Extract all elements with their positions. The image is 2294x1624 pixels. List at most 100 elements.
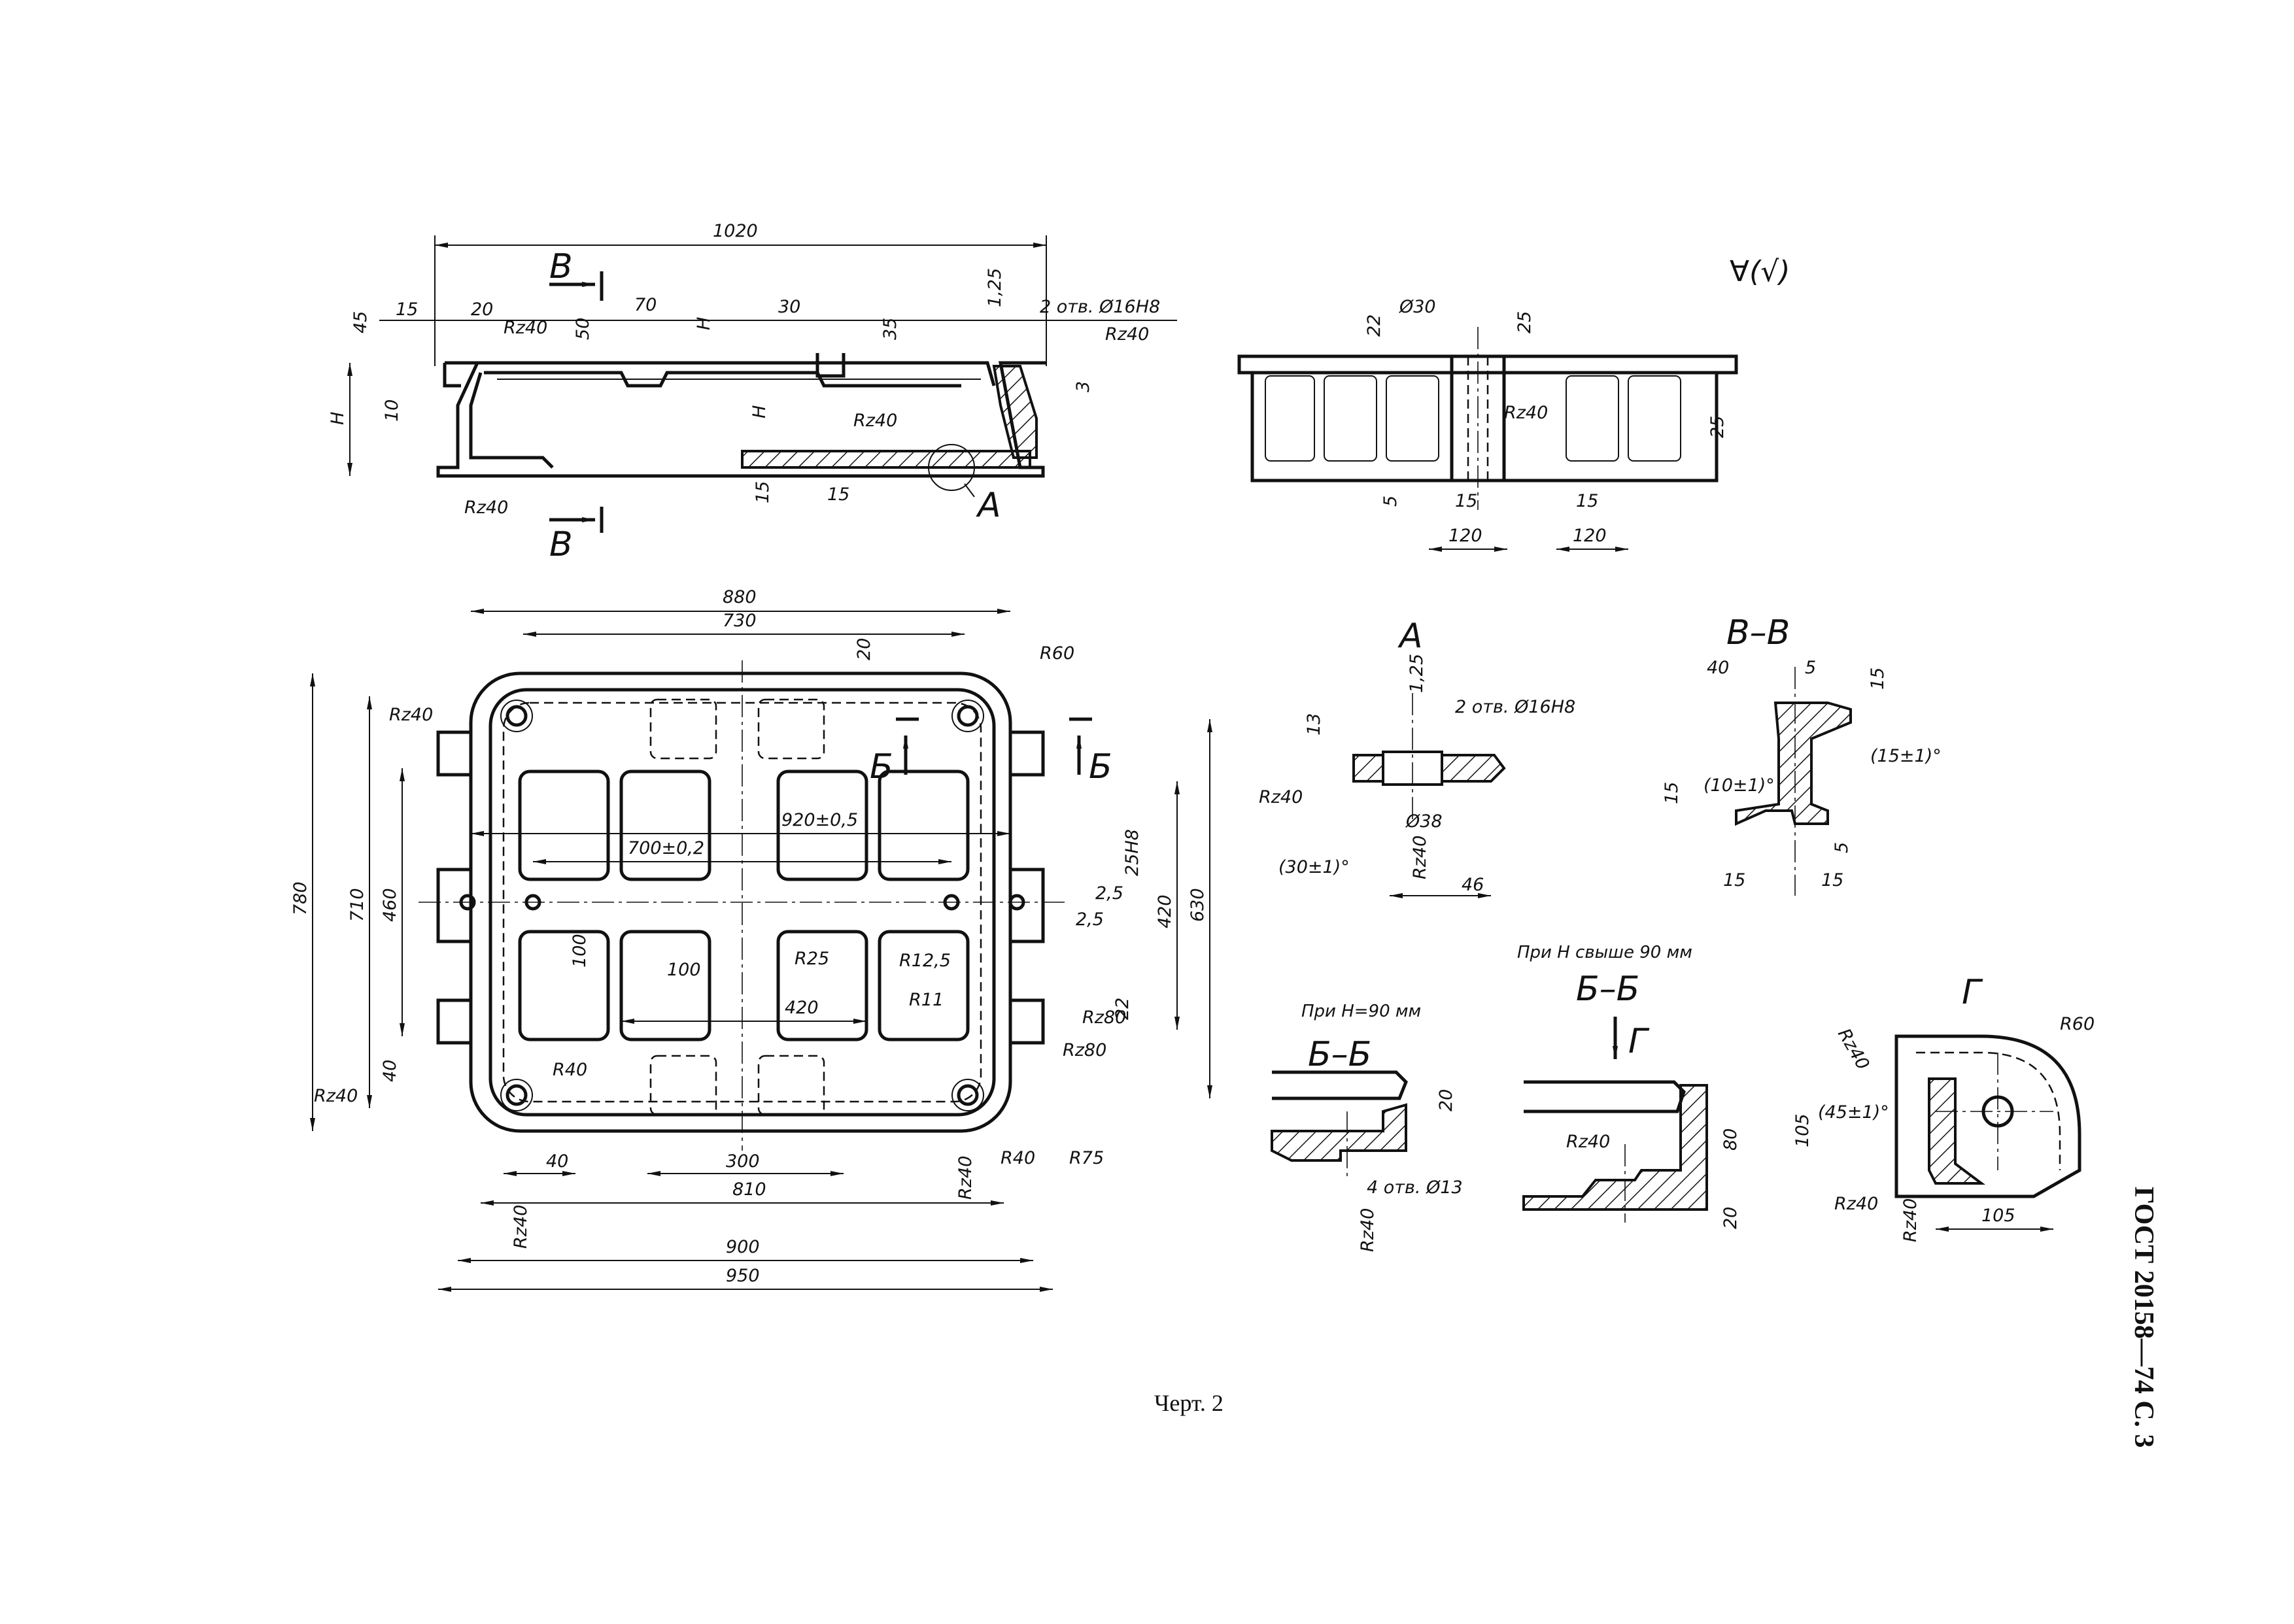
holes-16h8: 2 отв. Ø16H8 bbox=[1040, 297, 1160, 317]
surface-symbol: ∀(√) bbox=[1730, 255, 1790, 288]
plan-r40b: R40 bbox=[1001, 1148, 1035, 1168]
g-rz3: Rz40 bbox=[1900, 1198, 1921, 1242]
vv-angle15: (15±1)° bbox=[1870, 746, 1942, 766]
vv-dim-5b: 5 bbox=[1832, 842, 1852, 853]
plan-2-5a: 2,5 bbox=[1095, 883, 1123, 904]
bb1-rz: Rz40 bbox=[1358, 1208, 1378, 1252]
side-dim-5: 5 bbox=[1380, 496, 1401, 507]
section-v-bottom: В bbox=[549, 525, 573, 564]
plan-100v: 100 bbox=[570, 934, 590, 968]
view-vv: В–В 40 5 15 (15±1)° (10±1)° 15 5 15 15 bbox=[1662, 613, 1942, 896]
section-bb-over90: При H свыше 90 мм Б–Б Г Rz40 80 20 bbox=[1517, 943, 1741, 1229]
plan-r75: R75 bbox=[1069, 1148, 1104, 1168]
dim-125: 1,25 bbox=[985, 268, 1005, 307]
dim-3: 3 bbox=[1073, 381, 1093, 392]
front-section-hatch bbox=[741, 450, 1031, 469]
plan-780: 780 bbox=[290, 881, 311, 915]
side-view: 22 Ø30 25 Rz40 25 5 15 120 15 120 ∀(√) bbox=[1237, 255, 1790, 552]
side-dim-120a: 120 bbox=[1448, 526, 1482, 546]
plan-920: 920±0,5 bbox=[781, 810, 858, 830]
vv-dim-15b: 15 bbox=[1662, 782, 1682, 804]
section-b-right: Б bbox=[1089, 747, 1112, 787]
a-rz2: Rz40 bbox=[1410, 836, 1430, 879]
plan-rz-left: Rz40 bbox=[314, 1086, 358, 1106]
plan-40v: 40 bbox=[380, 1060, 400, 1082]
plan-2-5b: 2,5 bbox=[1076, 909, 1104, 930]
plan-rz-tl: Rz40 bbox=[389, 705, 433, 725]
note-h-over90: При H свыше 90 мм bbox=[1517, 943, 1692, 962]
plan-880: 880 bbox=[723, 587, 757, 607]
plan-100: 100 bbox=[667, 960, 701, 980]
detail-a-circle bbox=[928, 444, 975, 491]
a-angle: (30±1)° bbox=[1278, 857, 1350, 877]
plan-420v: 420 bbox=[1155, 894, 1175, 928]
detail-a-label: А bbox=[976, 486, 1001, 525]
view-vv-title: В–В bbox=[1726, 613, 1790, 652]
dim-15-b: 15 bbox=[753, 481, 773, 503]
plan-730: 730 bbox=[723, 611, 757, 631]
side-dim-15b: 15 bbox=[1576, 491, 1598, 511]
plan-20: 20 bbox=[854, 638, 874, 660]
plan-900: 900 bbox=[726, 1237, 760, 1257]
g-dim-105v: 105 bbox=[1792, 1113, 1813, 1147]
plan-630: 630 bbox=[1188, 888, 1208, 922]
side-dim-15a: 15 bbox=[1455, 491, 1477, 511]
gost-reference: ГОСТ 20158—74 С. 3 bbox=[2129, 1187, 2159, 1448]
vv-dim-15d: 15 bbox=[1821, 870, 1843, 890]
side-phi30: Ø30 bbox=[1399, 297, 1436, 317]
dim-70: 70 bbox=[634, 295, 657, 315]
plan-rz-b2: Rz40 bbox=[511, 1205, 531, 1249]
g-rz: Rz40 bbox=[1834, 1025, 1873, 1074]
view-a-title: А bbox=[1397, 617, 1423, 656]
dim-h: H bbox=[328, 412, 348, 425]
dim-10: 10 bbox=[382, 399, 402, 422]
view-g: Г R60 Rz40 105 (45±1)° Rz40 Rz40 105 bbox=[1792, 973, 2095, 1242]
plan-460: 460 bbox=[380, 888, 400, 922]
front-view: 1020 15 20 Rz40 50 70 H 30 35 1,25 2 отв… bbox=[328, 221, 1177, 564]
g-r60: R60 bbox=[2060, 1014, 2095, 1034]
plan-r60: R60 bbox=[1040, 643, 1074, 664]
section-v-top: В bbox=[549, 247, 573, 286]
dim-50: 50 bbox=[573, 318, 593, 340]
a-dim-13: 13 bbox=[1304, 713, 1324, 736]
plan-420h: 420 bbox=[785, 998, 819, 1018]
rz-top: Rz40 bbox=[504, 318, 547, 338]
g-rz2: Rz40 bbox=[1834, 1194, 1878, 1214]
plan-950: 950 bbox=[726, 1266, 760, 1286]
bb2-rz: Rz40 bbox=[1566, 1132, 1610, 1152]
side-dim-22: 22 bbox=[1364, 314, 1384, 337]
vv-dim-15c: 15 bbox=[1723, 870, 1745, 890]
plan-view: 880 730 20 R60 Rz40 920±0,5 700±0,2 25H8… bbox=[290, 587, 1212, 1292]
dim-15-c: 15 bbox=[827, 484, 849, 505]
g-angle: (45±1)° bbox=[1818, 1102, 1889, 1123]
dim-15: 15 bbox=[396, 299, 418, 320]
vv-angle10: (10±1)° bbox=[1703, 775, 1775, 796]
rz-bottom: Rz40 bbox=[464, 498, 508, 518]
side-dim-120b: 120 bbox=[1573, 526, 1607, 546]
a-dim-46: 46 bbox=[1462, 875, 1484, 895]
plan-40h: 40 bbox=[546, 1151, 568, 1172]
figure-caption: Черт. 2 bbox=[1154, 1390, 1224, 1416]
bb2-dim-80: 80 bbox=[1720, 1128, 1741, 1151]
section-bb-90-title: Б–Б bbox=[1308, 1035, 1371, 1074]
plan-r25: R25 bbox=[795, 949, 829, 969]
section-bb-over90-title: Б–Б bbox=[1576, 970, 1639, 1009]
front-wall-hatch bbox=[992, 365, 1038, 459]
rz-mid: Rz40 bbox=[853, 411, 897, 431]
plan-rz80b: Rz80 bbox=[1063, 1040, 1106, 1060]
a-rz: Rz40 bbox=[1259, 787, 1303, 807]
side-dim-25: 25 bbox=[1515, 311, 1535, 333]
dim-h2: H bbox=[694, 317, 714, 330]
side-dim-25b: 25 bbox=[1707, 416, 1728, 438]
dim-45: 45 bbox=[351, 311, 371, 333]
vv-dim-40: 40 bbox=[1707, 658, 1729, 678]
section-bb-90: При H=90 мм Б–Б 20 4 отв. Ø13 Rz40 bbox=[1271, 1002, 1463, 1252]
a-holes: 2 отв. Ø16H8 bbox=[1455, 697, 1575, 717]
section-b-left: Б bbox=[870, 747, 893, 787]
dim-20: 20 bbox=[471, 299, 493, 320]
view-a: А 1,25 2 отв. Ø16H8 13 Rz40 Ø38 Rz40 (30… bbox=[1259, 617, 1575, 898]
dim-1020: 1020 bbox=[713, 221, 758, 241]
plan-r11: R11 bbox=[909, 990, 944, 1010]
